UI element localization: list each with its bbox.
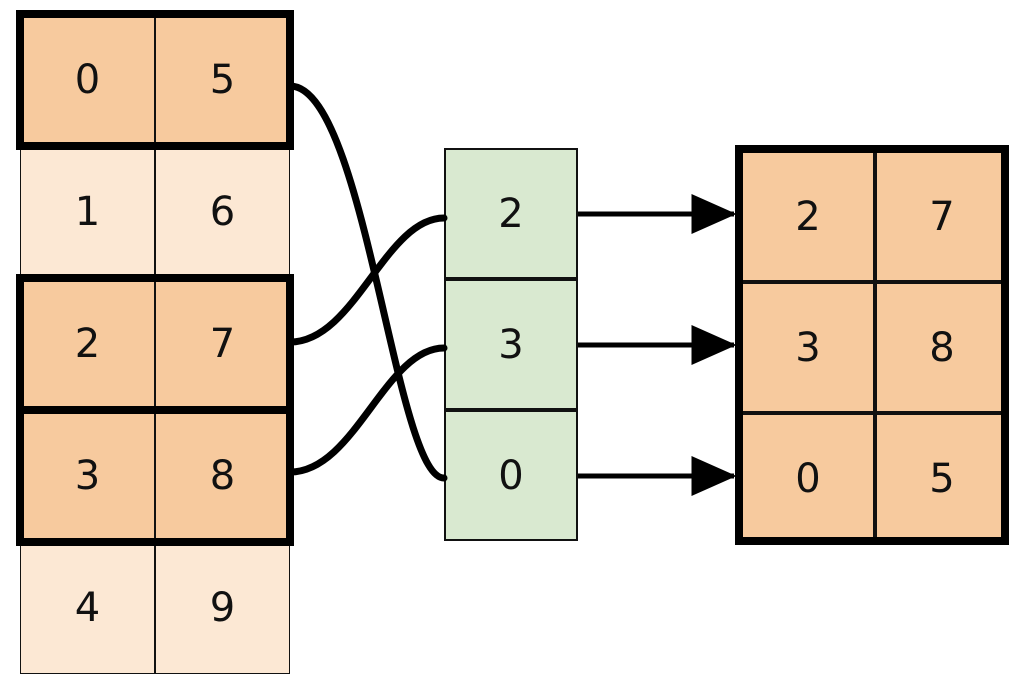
- link-curve-source-row-2-to-index-slot-0: [286, 214, 448, 346]
- source-cell-r3c1[interactable]: 8: [155, 410, 290, 542]
- result-cell-r1c0[interactable]: 3: [741, 282, 875, 413]
- source-cell-r3c0[interactable]: 3: [20, 410, 155, 542]
- result-cell-r1c1[interactable]: 8: [875, 282, 1009, 413]
- index-cell-2[interactable]: 0: [444, 410, 578, 541]
- source-cell-r0c0[interactable]: 0: [20, 14, 155, 146]
- result-cell-r2c0[interactable]: 0: [741, 413, 875, 544]
- result-cell-r0c0[interactable]: 2: [741, 151, 875, 282]
- source-cell-r0c1[interactable]: 5: [155, 14, 290, 146]
- result-cell-r2c1[interactable]: 5: [875, 413, 1009, 544]
- source-cell-r4c0[interactable]: 4: [20, 542, 155, 674]
- source-cell-r4c1[interactable]: 9: [155, 542, 290, 674]
- source-cell-r2c0[interactable]: 2: [20, 278, 155, 410]
- index-cell-0[interactable]: 2: [444, 148, 578, 279]
- link-curve-source-row-3-to-index-slot-1: [286, 344, 448, 476]
- link-curve-source-row-0-to-index-slot-2: [286, 82, 448, 482]
- result-cell-r0c1[interactable]: 7: [875, 151, 1009, 282]
- source-cell-r1c1[interactable]: 6: [155, 146, 290, 278]
- source-cell-r2c1[interactable]: 7: [155, 278, 290, 410]
- source-cell-r1c0[interactable]: 1: [20, 146, 155, 278]
- index-cell-1[interactable]: 3: [444, 279, 578, 410]
